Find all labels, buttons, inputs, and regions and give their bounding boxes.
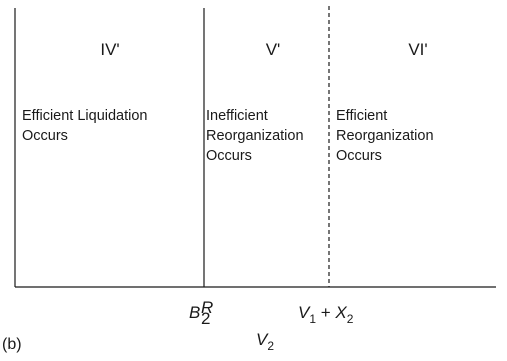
boundary-b2r-tick-label: B R 2 bbox=[189, 298, 213, 328]
x-axis-label: V2 bbox=[256, 330, 274, 353]
region-iv-description-line-1: Efficient Liquidation bbox=[22, 108, 148, 124]
region-vi-description-line-1: Efficient bbox=[336, 108, 387, 124]
svg-text:R: R bbox=[201, 298, 213, 317]
svg-text:B: B bbox=[189, 303, 200, 322]
region-v-description-line-2: Reorganization bbox=[206, 128, 304, 144]
region-v-description-line-3: Occurs bbox=[206, 148, 252, 164]
svg-text:2: 2 bbox=[201, 309, 210, 328]
region-v-label: V' bbox=[266, 40, 281, 59]
svg-text:V2: V2 bbox=[256, 330, 274, 353]
region-vi-label: VI' bbox=[408, 40, 427, 59]
region-vi-description-line-2: Reorganization bbox=[336, 128, 434, 144]
svg-text:V1 + X2: V1 + X2 bbox=[298, 303, 354, 326]
region-v-description-line-1: Inefficient bbox=[206, 108, 268, 124]
region-iv-label: IV' bbox=[100, 40, 119, 59]
region-iv-description-line-2: Occurs bbox=[22, 128, 68, 144]
boundary-v1-x2-tick-label: V1 + X2 bbox=[298, 303, 354, 326]
region-vi-description-line-3: Occurs bbox=[336, 148, 382, 164]
panel-label: (b) bbox=[2, 336, 22, 353]
